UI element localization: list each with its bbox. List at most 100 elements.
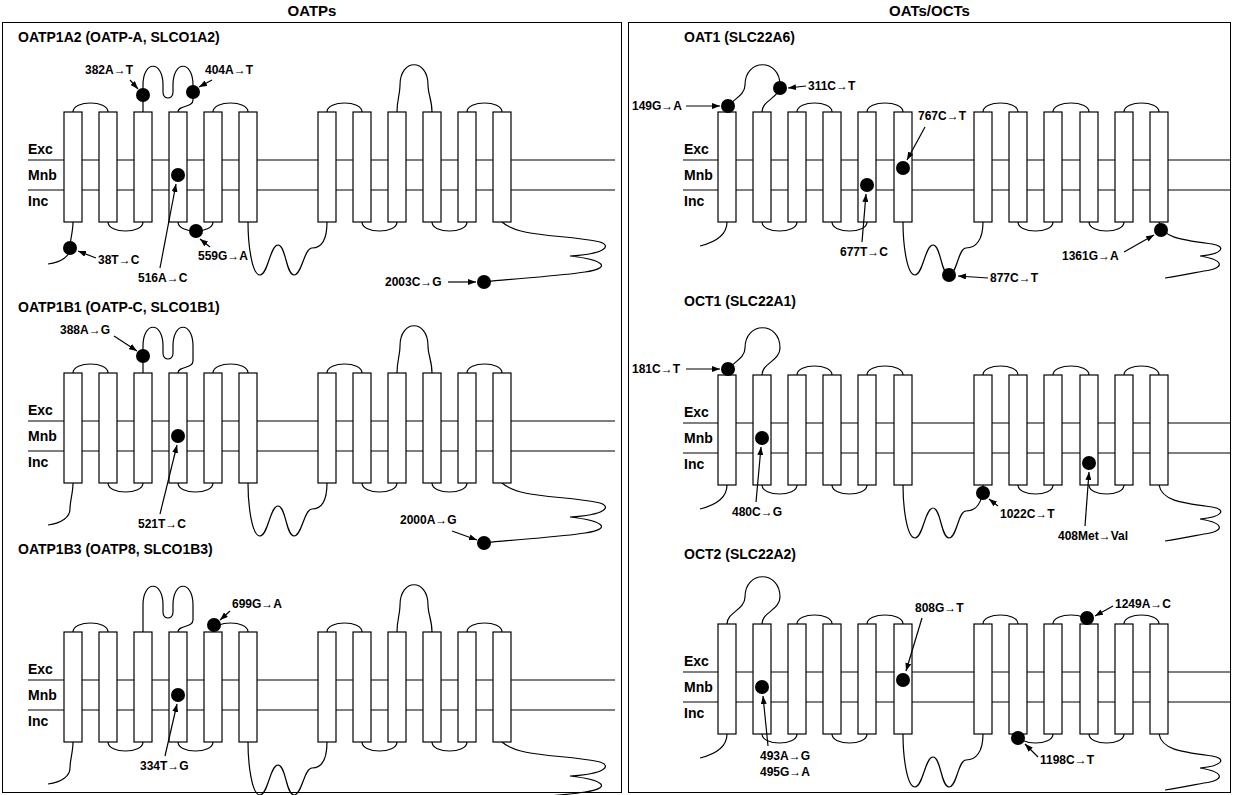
transporter-title: OATP1B3 (OATP8, SLCO1B3) (18, 540, 213, 558)
variant-dot (171, 168, 185, 182)
panel-heading: OATPs (3, 2, 621, 20)
variant-label: 38T→C (98, 252, 139, 268)
variant-label: 404A→T (205, 62, 253, 78)
variant-dot (976, 486, 990, 500)
leader-arrow (448, 281, 476, 282)
variant-label: 388A→G (60, 322, 110, 338)
variant-label: 1022C→T (1000, 506, 1055, 522)
variant-label: 408Met→Val (1058, 528, 1128, 544)
membrane-label: Inc (28, 454, 48, 470)
variant-dot (207, 618, 221, 632)
membrane-label: Mnb (684, 679, 713, 695)
leader-arrow (78, 251, 96, 258)
variant-dot (477, 275, 491, 289)
variant-label: 1361G→A (1062, 248, 1119, 264)
variant-label: 1198C→T (1040, 752, 1094, 768)
membrane-label: Exc (28, 402, 53, 418)
variant-label: 516A→C (138, 270, 187, 286)
variant-dot (860, 178, 874, 192)
membrane-label: Mnb (684, 167, 713, 183)
variant-dot (755, 431, 769, 445)
leader-arrow (114, 336, 137, 351)
membrane-label: Mnb (28, 687, 57, 703)
leader-arrow (1025, 744, 1038, 757)
variant-dot (189, 224, 203, 238)
leader-arrow (756, 447, 761, 502)
membrane-label: Inc (684, 193, 704, 209)
variant-label: 181C→T (632, 361, 680, 377)
leader-arrow (220, 611, 230, 620)
membrane-label: Mnb (684, 430, 713, 446)
variant-label: 808G→T (915, 600, 964, 616)
transporter-topology (683, 577, 1231, 790)
leader-arrow (1124, 235, 1154, 252)
transporter-topology (683, 328, 1231, 541)
variant-label: 480C→G (732, 504, 782, 520)
variant-label: 877C→T (990, 270, 1038, 286)
leader-arrow (1095, 606, 1113, 616)
variant-dot (1011, 731, 1025, 745)
membrane-label: Mnb (28, 167, 57, 183)
leader-arrow (862, 194, 866, 242)
leader-arrow (907, 127, 925, 160)
variant-label: 334T→G (140, 758, 189, 774)
leader-arrow (199, 80, 212, 87)
variant-dot (1082, 456, 1096, 470)
membrane-label: Exc (684, 653, 709, 669)
variant-label: 493A→G (760, 748, 810, 764)
membrane-label: Inc (684, 456, 704, 472)
membrane-label: Exc (684, 404, 709, 420)
transporter-title: OAT1 (SLC22A6) (684, 28, 795, 46)
leader-arrow (160, 184, 176, 268)
variant-dot (477, 536, 491, 550)
leader-arrow (686, 368, 720, 369)
variant-dot (1080, 611, 1094, 625)
leader-arrow (686, 105, 720, 106)
variant-label: 311C→T (808, 78, 855, 94)
variant-dot (171, 688, 185, 702)
variant-dot (896, 161, 910, 175)
variant-dot (896, 673, 910, 687)
variant-label: 559G→A (198, 248, 248, 264)
variant-dot (721, 99, 735, 113)
variant-dot (942, 268, 956, 282)
variant-label: 699G→A (232, 596, 282, 612)
transporter-topology (683, 65, 1231, 278)
transporter-title: OATP1B1 (OATP-C, SLCO1B1) (18, 298, 220, 316)
leader-arrow (165, 704, 177, 756)
panel-box: OATPs (2, 22, 622, 793)
transporter-title: OATP1A2 (OATP-A, SLCO1A2) (18, 28, 220, 46)
variant-dot (773, 81, 787, 95)
membrane-label: Exc (28, 661, 53, 677)
transporter-title: OCT2 (SLC22A2) (684, 545, 796, 563)
variant-label: 149G→A (632, 98, 682, 114)
transporter-topology (28, 585, 615, 795)
variant-label: 521T→C (138, 516, 186, 532)
variant-dot (171, 429, 185, 443)
panel-heading: OATs/OCTs (629, 2, 1230, 20)
variant-dot (136, 88, 150, 102)
leader-arrow (763, 696, 768, 746)
variant-dot (755, 680, 769, 694)
leader-arrow (200, 239, 210, 247)
variant-dot (186, 85, 200, 99)
variant-label: 1249A→C (1115, 596, 1171, 612)
leader-arrow (452, 531, 477, 540)
leader-arrow (1085, 472, 1089, 526)
variant-dot (136, 349, 150, 363)
membrane-label: Inc (684, 705, 704, 721)
transporter-title: OCT1 (SLC22A1) (684, 292, 796, 310)
leader-arrow (906, 618, 922, 671)
variant-label: 767C→T (918, 108, 966, 124)
variant-dot (1154, 223, 1168, 237)
leader-arrow (989, 499, 998, 506)
transporter-topology (28, 65, 615, 282)
variant-label: 2000A→G (400, 512, 457, 528)
panel-box: OATs/OCTs (628, 22, 1231, 793)
membrane-label: Inc (28, 193, 48, 209)
variant-label: 382A→T (85, 62, 133, 78)
variant-dot (721, 362, 735, 376)
variant-dot (63, 241, 77, 255)
